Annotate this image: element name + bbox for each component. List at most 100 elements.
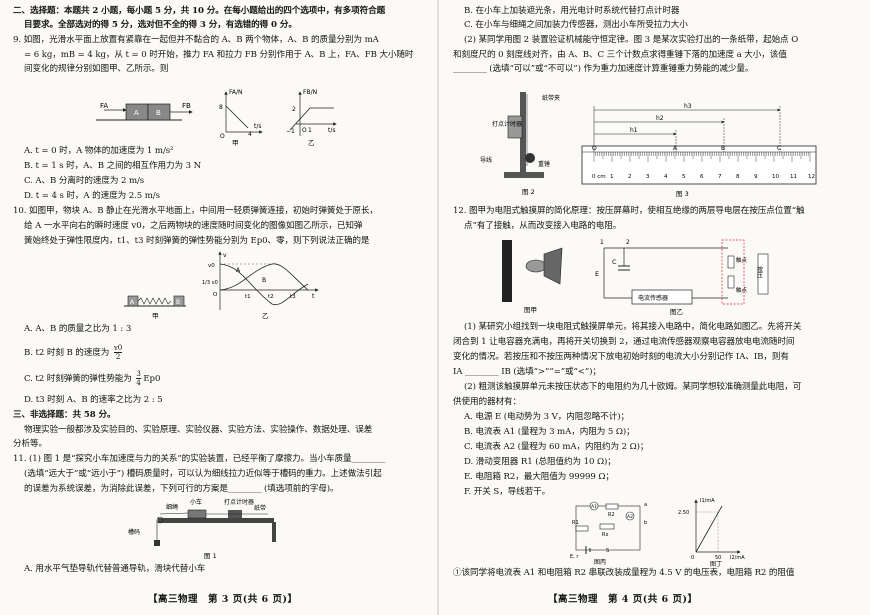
- press-label: 按压: [756, 265, 763, 279]
- intro-1: 物理实验一般都涉及实验目的、实验原理、实验仪器、实验方法、实验操作、数据处理、误…: [24, 425, 373, 435]
- q10-option-a: A. A、B 的质量之比为 1 : 3: [24, 324, 132, 334]
- q10-caption-jia: 甲: [152, 312, 159, 320]
- current-sensor: [631, 289, 693, 305]
- ding-line: [695, 505, 723, 553]
- q9-option-b: B. t = 1 s 时，A、B 之间的相互作用力为 3 N: [24, 161, 202, 171]
- q10-caption-yi: 乙: [262, 312, 269, 320]
- ruler-tick-label: 7: [718, 174, 722, 180]
- fig1-timer-label: 打点计时器: [224, 498, 254, 506]
- q10-curve-a-label: A: [236, 267, 241, 274]
- yi-xlabel: t/s: [328, 127, 336, 134]
- jia-xlabel: t/s: [254, 123, 262, 130]
- q11-option-c: C. 在小车与细绳之间加装力传感器，测出小车所受拉力大小: [464, 20, 688, 30]
- q11-option-a: A. 用水平气垫导轨代替普通导轨，滑块代替小车: [24, 564, 206, 574]
- force-a-label: FA: [100, 102, 108, 110]
- equip-f: F. 开关 S，导线若干。: [464, 487, 551, 497]
- yi-xtick: 1: [308, 127, 312, 134]
- switch-2: 2: [626, 239, 630, 246]
- bing-b: b: [644, 520, 647, 526]
- fig-jia-caption: 图甲: [524, 306, 537, 314]
- bing-e: E, r: [570, 554, 579, 560]
- yi-ylabel: FB/N: [303, 89, 317, 96]
- bing-a: a: [644, 502, 647, 508]
- press-box: [757, 253, 769, 295]
- q12-part1-2: 闭合到 1 让电容器充满电，再将开关切换到 2，通过电流传感器观察电容器放电电流…: [453, 337, 795, 347]
- q10-stem-3: 簧始终处于弹性限度内，t1、t3 时刻弹簧的弹性势能分别为 Ep0、零，则下列说…: [24, 236, 370, 246]
- page-4: B. 在小车上加装遮光条，用光电计时系统代替打点计时器 C. 在小车与细绳之间加…: [440, 0, 870, 615]
- fig3-caption: 图 3: [676, 190, 689, 198]
- q9-figure: FA A B FB FA/N 8 4 t/s O 甲 FB/N 2 −1 1 t…: [96, 89, 337, 147]
- q10-c-frac-den: 4: [136, 379, 141, 387]
- yi-neg-tick: −1: [286, 128, 295, 135]
- q12-stem-1: 12. 图甲为电阻式触摸屏的简化原理：按压屏幕时，使相互绝缘的两层导电层在按压点…: [453, 206, 805, 216]
- q11-stem-2: (选填“远大于”或“远小于”) 槽码质量时，可以认为细线拉力近似等于槽码的重力。…: [24, 469, 382, 479]
- switch-1: 1: [600, 239, 604, 246]
- q11-option-b: B. 在小车上加装遮光条，用光电计时系统代替打点计时器: [464, 6, 680, 16]
- bing-s: S: [606, 548, 609, 554]
- jia-origin: O: [220, 133, 225, 140]
- q10-t2: t2: [268, 294, 274, 300]
- rheostat-r1: [575, 525, 589, 532]
- weights: [154, 540, 160, 546]
- q12-part2-2: 供使用的器材有：: [453, 397, 521, 407]
- block-b-label: B: [156, 109, 161, 117]
- fig2: 纸带夹 打点计时器 重锤 导线 图 2: [480, 92, 560, 196]
- block-a-label: A: [134, 109, 139, 117]
- ammeter-a1: [589, 501, 599, 511]
- ruler-tick-label: 5: [682, 174, 686, 180]
- q9-option-c: C. A、B 分离时的速度为 2 m/s: [24, 176, 145, 186]
- q10-block-a-label: A: [130, 299, 135, 306]
- q11-stem-3: 的误差为系统误差，为消除此误差，下列可行的方案是________ (填选项前的字…: [24, 484, 339, 494]
- section-3-heading: 三、非选择题：共 58 分。: [13, 410, 116, 420]
- yi-caption: 乙: [308, 139, 315, 147]
- contact-1: 触点: [736, 256, 748, 264]
- ruler-tick-label: 3: [646, 174, 650, 180]
- curve-a: [219, 263, 309, 306]
- q10-stem-2: 给 A 一水平向右的瞬时速度 v0，之后两物块的速度随时间变化的图像如图乙所示，…: [24, 221, 363, 231]
- fig1-string-label: 细绳: [166, 503, 178, 511]
- fig1-weights-label: 槽码: [128, 528, 140, 536]
- q10-b-frac-num: v0: [113, 344, 123, 353]
- q12-part2-1: (2) 粗测该触摸屏单元未按压状态下的电阻约为几十欧姆。某同学想较准确测量此电阻…: [464, 382, 802, 392]
- fig1-cart-label: 小车: [190, 498, 202, 506]
- touch-unit-box: [721, 239, 745, 305]
- ruler-tick-label: 0 cm: [592, 174, 606, 180]
- fig2-tape-label: 纸带夹: [542, 94, 560, 102]
- ruler-tick-label: 4: [664, 174, 668, 180]
- q10-t3: t3: [290, 294, 296, 300]
- page-gutter: [437, 0, 439, 615]
- bing-r1: R1: [572, 520, 579, 526]
- q10-v0: v0: [208, 263, 215, 269]
- page-3: 二、选择题：本题共 2 小题，每小题 5 分，共 10 分。在每小题给出的四个选…: [13, 6, 414, 605]
- ruler-tick-label: 12: [808, 174, 815, 180]
- fig-yi-caption: 图乙: [670, 308, 684, 316]
- yi-ytick: 2: [292, 106, 296, 113]
- ding-xtick: 50: [715, 555, 721, 561]
- footer-right: 【高三物理 第 4 页(共 6 页)】: [548, 594, 698, 605]
- equip-e: E. 电阻箱 R2，最大阻值为 99999 Ω；: [464, 472, 614, 482]
- q12-figures: 图甲 1 2 E C 电流传感器 触点 触点 按压 图乙: [502, 239, 769, 316]
- fig2-weight-label: 重锤: [538, 160, 550, 168]
- q10-option-d: D. t3 时刻 A、B 的速率之比为 2 : 5: [24, 395, 163, 405]
- fig2-weight: [525, 153, 535, 163]
- q10-vlabel: v: [223, 252, 227, 259]
- q10-option-c-fraction: 3 4: [136, 370, 141, 387]
- ruler-tick-label: 2: [628, 174, 632, 180]
- q10-block-b-label: B: [176, 299, 180, 306]
- fig3-point-c: C: [777, 145, 781, 152]
- track: [158, 518, 274, 523]
- fig1: 小车 打点计时器 细绳 纸带 槽码 图 1: [128, 498, 276, 560]
- q10-b-frac-den: 2: [115, 353, 121, 361]
- fig3-point-b: B: [721, 145, 725, 152]
- intro-2: 分析等。: [13, 439, 47, 449]
- fig3-h3: h3: [684, 103, 692, 110]
- equip-c: C. 电流表 A2 (量程为 60 mA，内阻约为 2 Ω)；: [464, 442, 649, 452]
- q10-option-c-text: C. t2 时刻弹簧的弹性势能为: [24, 374, 132, 384]
- q10-stem-1: 10. 如图甲，物块 A、B 静止在光滑水平地面上，中间用一轻质弹簧连接，初始时…: [13, 206, 378, 216]
- q10-option-b-fraction: v0 2: [113, 344, 123, 361]
- footer-left: 【高三物理 第 3 页(共 6 页)】: [148, 594, 298, 605]
- q12-part1-1: (1) 某研究小组找到一块电阻式触摸屏单元，将其接入电路中，简化电路如图乙。先将…: [464, 322, 802, 332]
- q9-option-a: A. t = 0 时，A 物体的加速度为 1 m/s²: [24, 146, 174, 156]
- section-2-heading-cont: 目要求。全部选对的得 5 分，选对但不全的得 3 分，有选错的得 0 分。: [24, 20, 297, 30]
- q9-stem-2: = 6 kg，mB = 4 kg，从 t = 0 时开始，推力 FA 和拉力 F…: [24, 50, 414, 60]
